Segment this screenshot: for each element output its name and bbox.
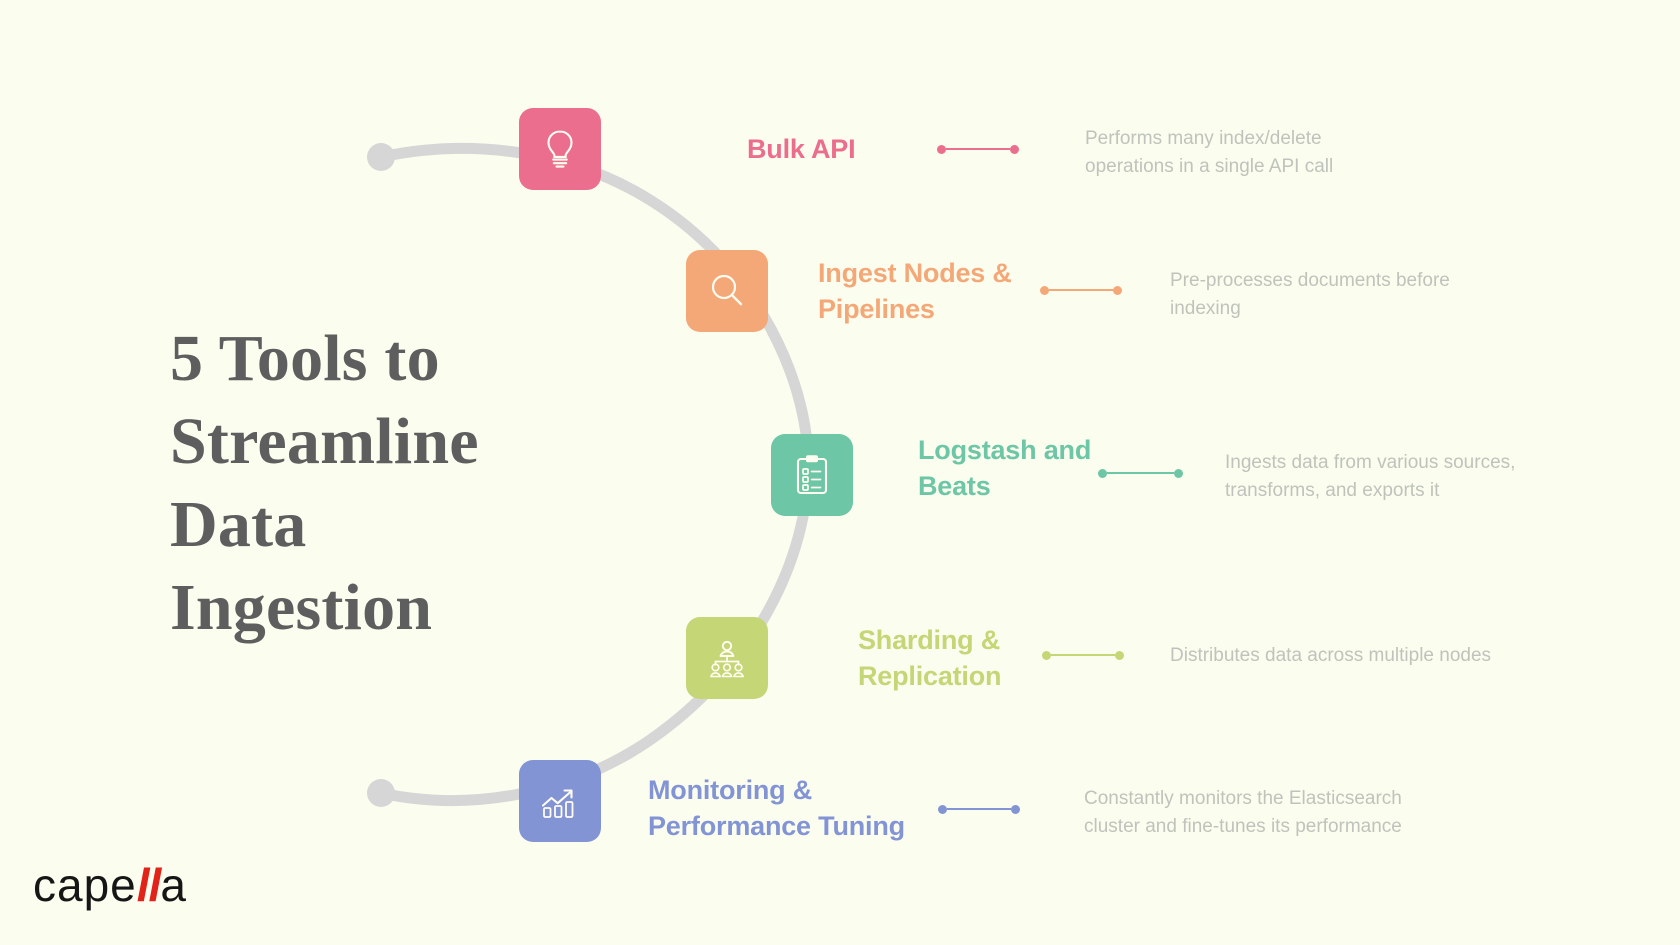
connector-dot-start: [1098, 468, 1107, 478]
connector-dot-start: [1042, 650, 1051, 660]
connector-dot-end: [1113, 285, 1122, 295]
label-line: Bulk API: [747, 134, 856, 164]
capella-logo: cape ll a: [33, 858, 187, 912]
item-logstash-and-beats-label: Logstash and Beats: [918, 433, 1091, 505]
connector-dot-start: [937, 144, 946, 154]
logo-text-accent: ll: [136, 859, 162, 911]
title-line: 5 Tools to: [170, 322, 440, 395]
logo-text-end: a: [160, 859, 187, 911]
title-line: Ingestion: [170, 571, 433, 645]
item-ingest-nodes-pipelines-description: Pre-processes documents before indexing: [1170, 267, 1500, 322]
connector-bar: [947, 808, 1011, 810]
title-line: Streamline: [170, 405, 479, 479]
label-line: Ingest Nodes &: [818, 258, 1012, 288]
item-logstash-and-beats-description: Ingests data from various sources, trans…: [1225, 449, 1575, 504]
network-nodes-icon[interactable]: [686, 617, 768, 699]
connector-dot-end: [1174, 468, 1183, 478]
label-line: Replication: [858, 660, 1002, 691]
item-sharding-replication-description: Distributes data across multiple nodes: [1170, 642, 1550, 670]
connector-bar: [1049, 289, 1113, 291]
item-bulk-api-label: Bulk API: [747, 132, 856, 168]
label-line: Beats: [918, 470, 991, 501]
desc-line: indexing: [1170, 297, 1241, 319]
connector-dot-start: [938, 804, 947, 814]
item-ingest-nodes-pipelines-connector: [1040, 285, 1122, 295]
magnifier-icon[interactable]: [686, 250, 768, 332]
item-sharding-replication-connector: [1042, 650, 1124, 660]
item-bulk-api-connector: [937, 144, 1019, 154]
desc-line: Pre-processes documents before: [1170, 270, 1450, 291]
page-title: 5 Tools to Streamline Data Ingestion: [170, 317, 590, 650]
connector-dot-end: [1115, 650, 1124, 660]
label-line: Sharding &: [858, 625, 1001, 655]
desc-line: Constantly monitors the Elasticsearch: [1084, 788, 1402, 809]
desc-line: Distributes data across multiple nodes: [1170, 645, 1492, 666]
item-logstash-and-beats-connector: [1098, 468, 1183, 478]
desc-line: operations in a single API call: [1085, 155, 1334, 177]
connector-bar: [946, 148, 1010, 150]
item-sharding-replication-label: Sharding & Replication: [858, 623, 1002, 695]
desc-line: transforms, and exports it: [1225, 479, 1440, 501]
item-ingest-nodes-pipelines-label: Ingest Nodes & Pipelines: [818, 256, 1012, 328]
title-line: Data: [170, 488, 307, 562]
connector-bar: [1107, 472, 1174, 474]
bar-chart-trend-icon[interactable]: [519, 760, 601, 842]
item-bulk-api-description: Performs many index/delete operations in…: [1085, 125, 1405, 180]
connector-dot-end: [1010, 144, 1019, 154]
desc-line: cluster and fine-tunes its performance: [1084, 815, 1402, 837]
clipboard-checklist-icon[interactable]: [771, 434, 853, 516]
label-line: Pipelines: [818, 293, 935, 324]
logo-text-start: cape: [33, 859, 137, 911]
item-monitoring-performance-tuning-description: Constantly monitors the Elasticsearch cl…: [1084, 785, 1444, 840]
desc-line: Performs many index/delete: [1085, 128, 1322, 149]
label-line: Logstash and: [918, 435, 1092, 465]
connector-dot-start: [1040, 285, 1049, 295]
label-line: Performance Tuning: [648, 810, 905, 841]
item-monitoring-performance-tuning-connector: [938, 804, 1020, 814]
item-monitoring-performance-tuning-label: Monitoring & Performance Tuning: [648, 773, 905, 845]
label-line: Monitoring &: [648, 775, 813, 805]
lightbulb-icon[interactable]: [519, 108, 601, 190]
connector-bar: [1051, 654, 1115, 656]
desc-line: Ingests data from various sources,: [1225, 452, 1516, 473]
connector-dot-end: [1011, 804, 1020, 814]
